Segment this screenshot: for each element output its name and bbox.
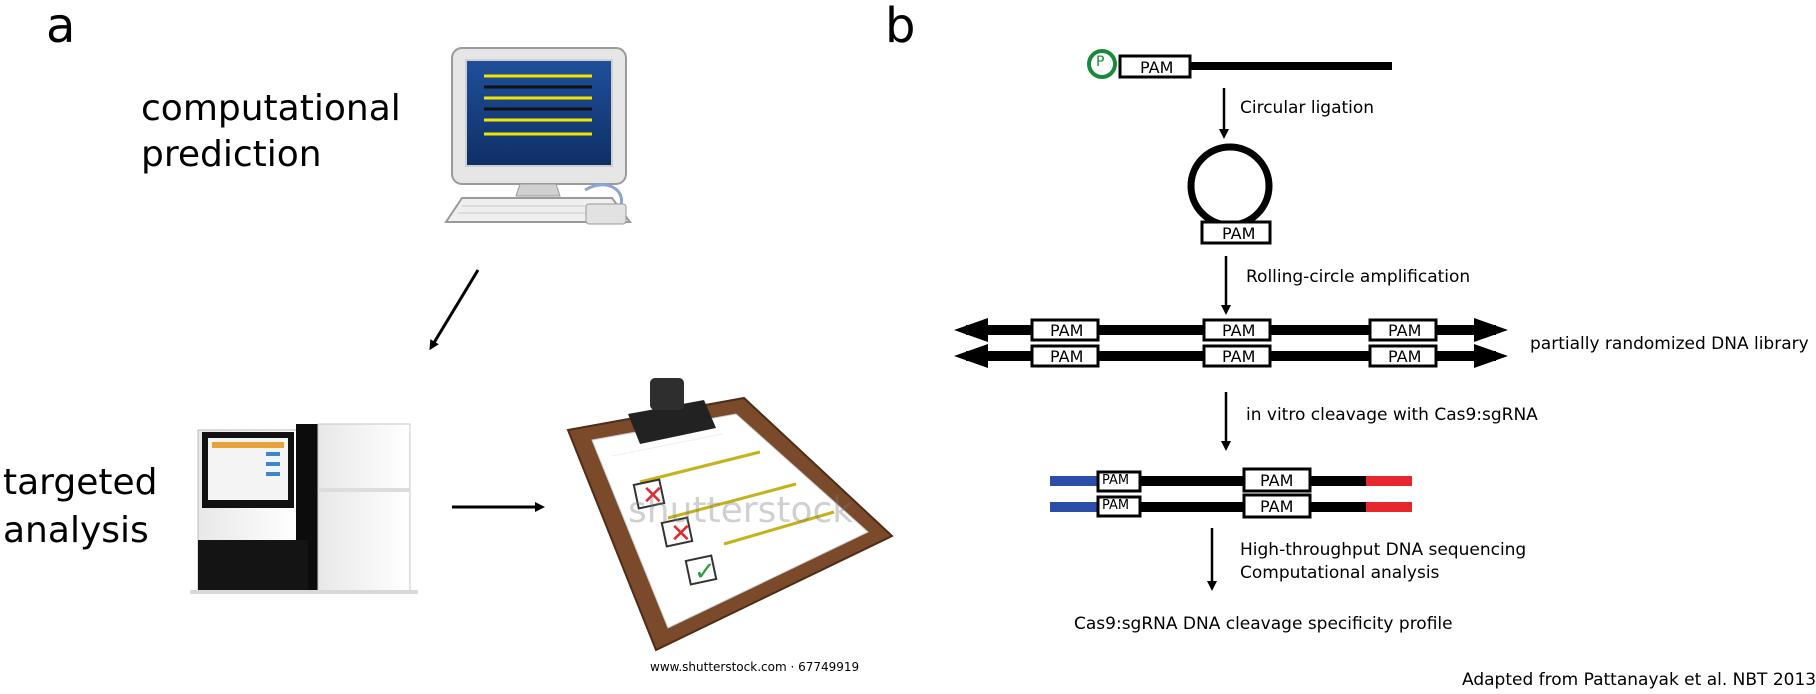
step-sequencing: High-throughput DNA sequencing (1240, 540, 1527, 560)
watermark: shutterstock (628, 490, 854, 531)
stock-credit: www.shutterstock.com · 67749919 (650, 660, 860, 674)
pam-label: PAM (1050, 347, 1084, 366)
circular-dna (1187, 143, 1273, 245)
result-label: Cas9:sgRNA DNA cleavage specificity prof… (1074, 614, 1453, 634)
step-ligation: Circular ligation (1240, 98, 1375, 118)
linear-dna-construct (1087, 49, 1392, 79)
sequencer-icon (190, 423, 418, 594)
pam-label: PAM (1388, 321, 1422, 340)
credit-line: Adapted from Pattanayak et al. NBT 2013 (1462, 670, 1816, 690)
phosphate-label: P (1096, 54, 1105, 70)
panel-a-letter: a (46, 0, 76, 54)
pam-label: PAM (1260, 497, 1294, 516)
svg-text:✕: ✕ (670, 519, 692, 549)
step-analysis: Computational analysis (1240, 563, 1440, 583)
svg-text:✓: ✓ (694, 557, 716, 587)
cleaved-products (1050, 467, 1412, 519)
library-label: partially randomized DNA library (1530, 334, 1809, 354)
pam-label: PAM (1102, 498, 1130, 513)
pam-label: PAM (1222, 224, 1256, 243)
arrow-prediction-to-sequencer (429, 269, 480, 351)
pam-label: PAM (1050, 321, 1084, 340)
step-rca: Rolling-circle amplification (1246, 267, 1471, 287)
computer-icon (444, 47, 632, 225)
pam-label: PAM (1222, 347, 1256, 366)
prediction-label-line2: prediction (141, 134, 322, 175)
clipboard-icon: ✕ ✕ ✓ (566, 378, 894, 652)
panel-b-letter: b (885, 0, 916, 54)
pam-label: PAM (1140, 58, 1174, 77)
pam-label: PAM (1388, 347, 1422, 366)
targeted-label-line1: targeted (3, 462, 158, 503)
dna-library-strands (954, 318, 1508, 368)
targeted-label-line2: analysis (3, 510, 149, 551)
svg-text:✕: ✕ (642, 481, 664, 511)
pam-label: PAM (1102, 473, 1130, 488)
prediction-label-line1: computational (141, 88, 401, 129)
pam-label: PAM (1260, 471, 1294, 490)
pam-label: PAM (1222, 321, 1256, 340)
step-cleavage: in vitro cleavage with Cas9:sgRNA (1246, 405, 1538, 425)
